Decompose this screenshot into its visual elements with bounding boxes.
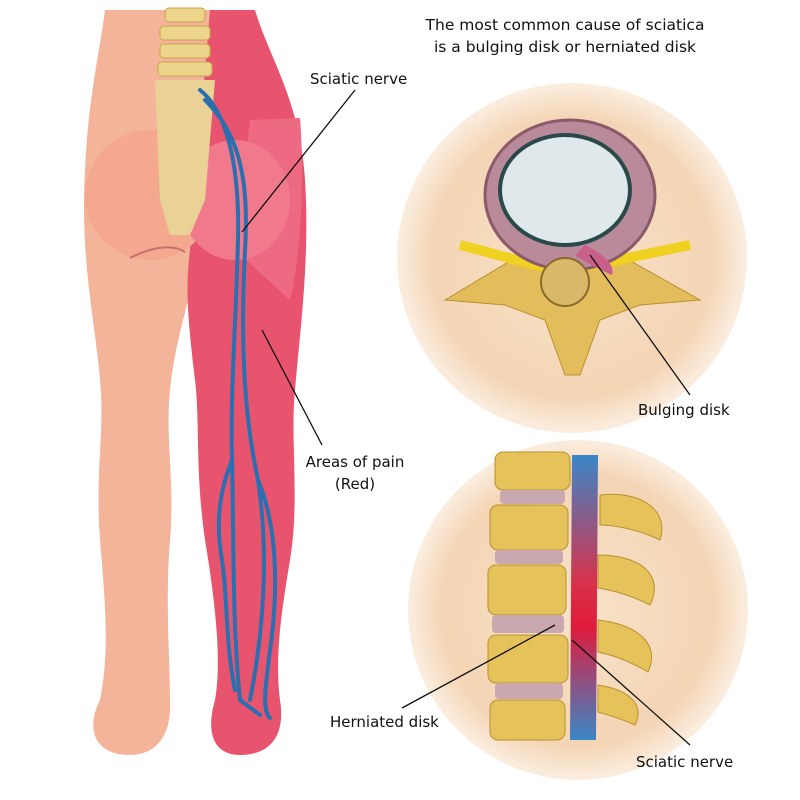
title-line-1: The most common cause of sciatica [425,16,705,34]
spinal-cord [540,257,590,307]
vertebral-bodies [487,451,571,741]
sacrum [155,80,215,235]
herniated-disk-inset [408,440,748,780]
label-herniated-disk: Herniated disk [330,713,439,731]
lumbar-vertebrae [157,7,213,77]
sciatic-nerve-leg [198,88,278,720]
label-areas-of-pain: Areas of pain [306,453,405,471]
title-line-2: is a bulging disk or herniated disk [434,38,696,56]
gluteal-fold-left [129,246,186,259]
spinal-nerve-column [570,455,598,740]
label-bulging-disk: Bulging disk [638,401,730,419]
label-sciatic-nerve-spine: Sciatic nerve [636,753,733,771]
body-back-view [83,7,307,755]
disk-nucleus [498,133,632,247]
intervertebral-disks [492,490,565,699]
spinous-processes [597,493,663,726]
bulging-disk-inset [397,83,747,433]
leader-lines [241,89,691,746]
label-sciatic-nerve-body: Sciatic nerve [310,70,407,88]
label-areas-of-pain-red: (Red) [335,475,375,493]
